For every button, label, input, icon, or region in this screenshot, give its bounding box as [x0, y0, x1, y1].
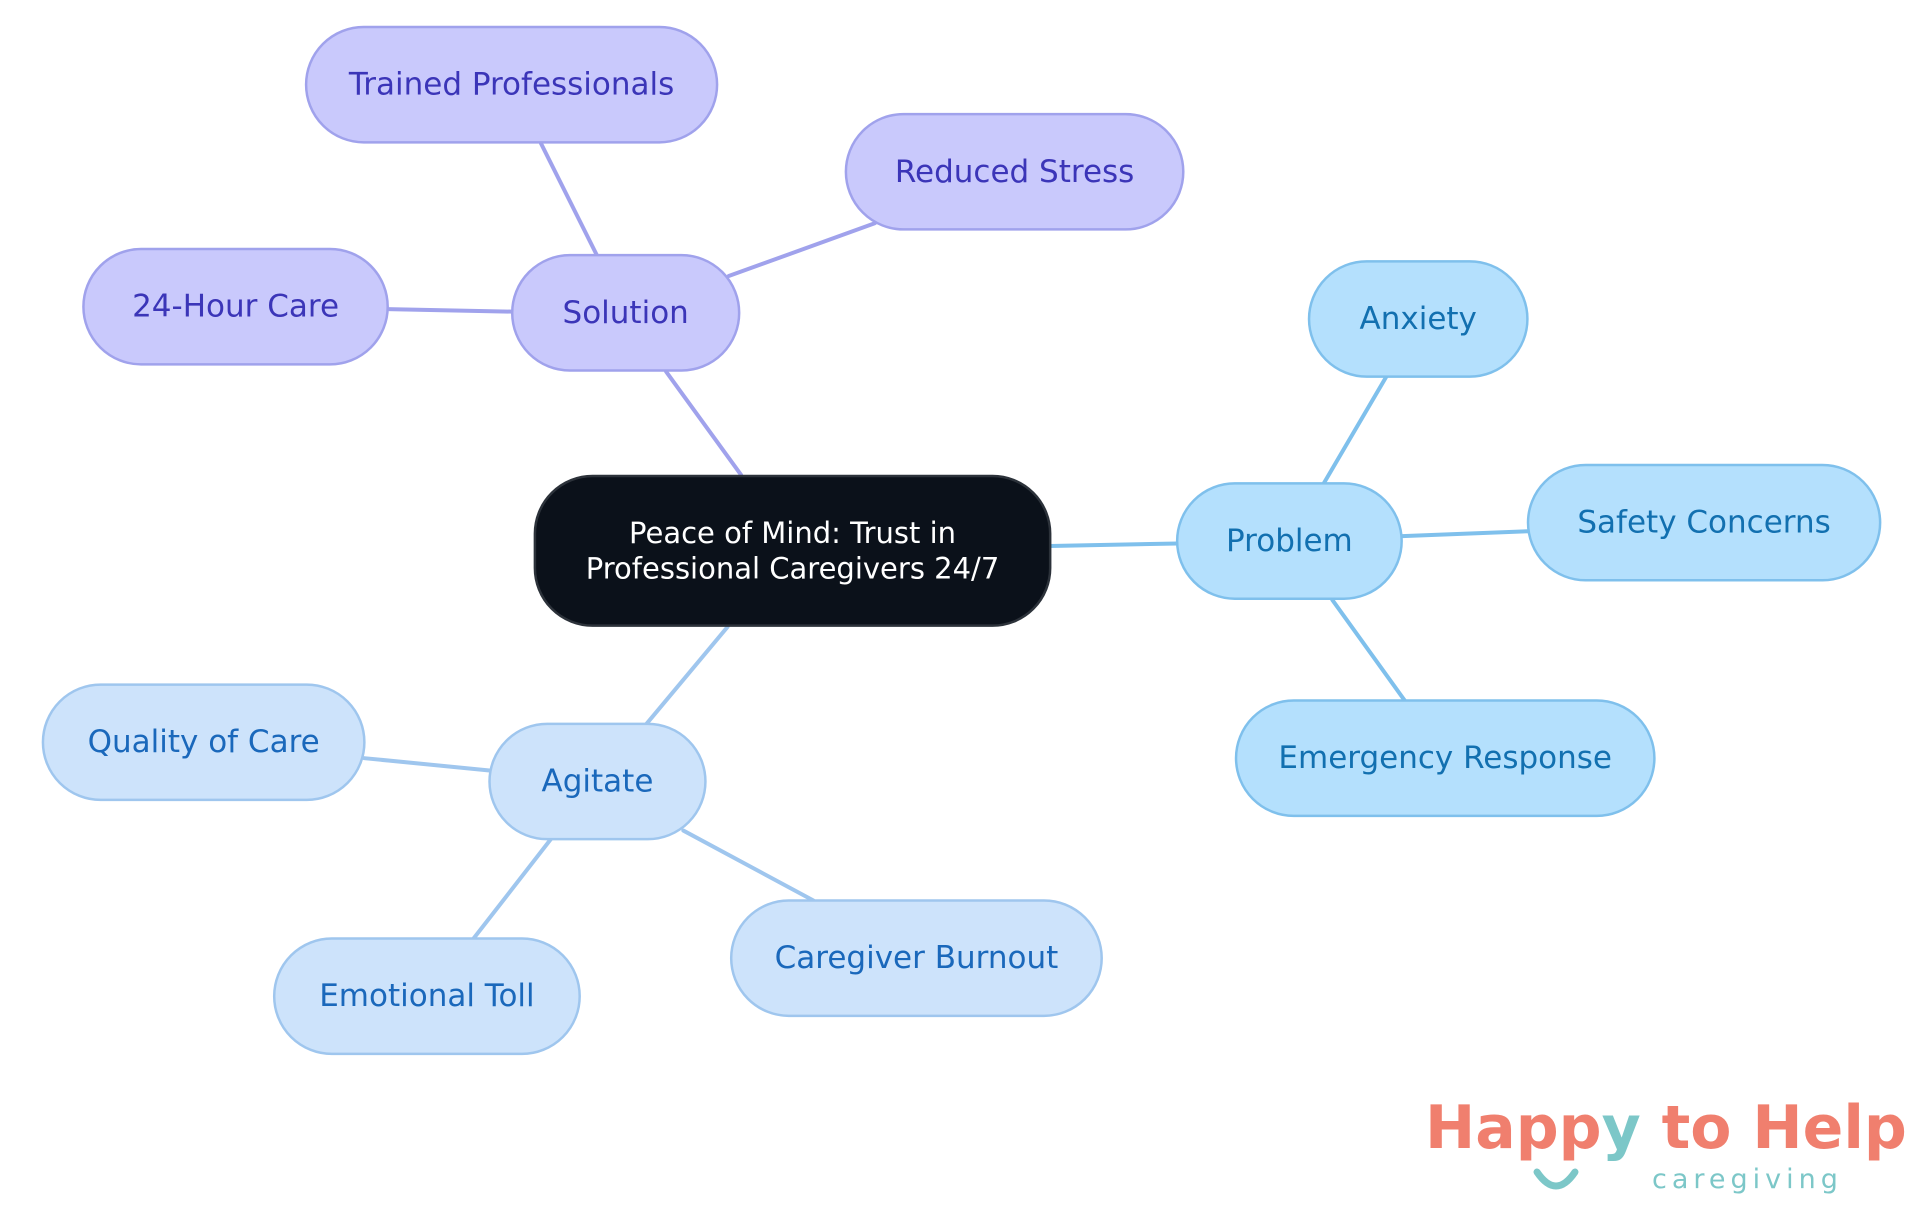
edge-solution-trained-professionals — [539, 141, 600, 259]
logo-brand-text: Happy to Help — [1425, 1093, 1907, 1163]
logo-smile-icon — [1533, 1168, 1579, 1190]
edge-problem-safety-concerns — [1400, 529, 1531, 539]
node-anxiety: Anxiety — [1307, 260, 1529, 378]
node-label-24-hour-care: 24-Hour Care — [132, 289, 339, 325]
node-box-caregiver-burnout — [729, 899, 1103, 1018]
node-solution: Solution — [510, 253, 741, 372]
edge-problem-emergency-response — [1330, 597, 1407, 703]
node-label-solution: Solution — [563, 295, 689, 331]
node-emergency-response: Emergency Response — [1234, 699, 1656, 818]
node-box-safety-concerns — [1526, 463, 1882, 582]
node-box-trained-professionals — [304, 25, 719, 144]
edge-solution-24-hour-care — [385, 307, 514, 314]
node-box-reduced-stress — [844, 112, 1185, 231]
node-box-anxiety — [1307, 260, 1529, 378]
node-label-trained-professionals: Trained Professionals — [348, 67, 674, 103]
mind-map-edges — [362, 141, 1531, 941]
logo-brand-y: y — [1602, 1093, 1641, 1163]
node-box-solution — [510, 253, 741, 372]
node-label-emergency-response: Emergency Response — [1278, 740, 1612, 776]
node-agitate: Agitate — [488, 722, 707, 841]
node-box-agitate — [488, 722, 707, 841]
node-label-caregiver-burnout: Caregiver Burnout — [775, 940, 1059, 976]
node-label-quality-of-care: Quality of Care — [88, 724, 320, 760]
node-label-anxiety: Anxiety — [1360, 301, 1477, 337]
logo-brand-part-1: Happ — [1425, 1093, 1602, 1163]
edge-root-solution — [664, 369, 744, 477]
node-problem: Problem — [1175, 482, 1403, 600]
node-label-safety-concerns: Safety Concerns — [1577, 505, 1830, 541]
edge-problem-anxiety — [1321, 374, 1389, 486]
node-label-root-line-1: Peace of Mind: Trust in — [629, 516, 956, 550]
node-reduced-stress: Reduced Stress — [844, 112, 1185, 231]
node-label-reduced-stress: Reduced Stress — [895, 154, 1134, 190]
node-box-24-hour-care — [82, 247, 389, 366]
node-box-problem — [1175, 482, 1403, 600]
node-box-emotional-toll — [272, 937, 581, 1056]
node-safety-concerns: Safety Concerns — [1526, 463, 1882, 582]
node-box-quality-of-care — [41, 683, 366, 802]
logo-tagline: caregiving — [1652, 1164, 1843, 1195]
node-label-root-line-2: Professional Caregivers 24/7 — [586, 552, 1000, 586]
logo-brand-part-2: to Help — [1641, 1093, 1907, 1163]
node-caregiver-burnout: Caregiver Burnout — [729, 899, 1103, 1018]
edge-root-agitate — [644, 624, 730, 726]
node-emotional-toll: Emotional Toll — [272, 937, 581, 1056]
edge-solution-reduced-stress — [726, 221, 877, 279]
node-box-emergency-response — [1234, 699, 1656, 818]
node-trained-professionals: Trained Professionals — [304, 25, 719, 144]
company-logo: Happy to Help caregiving — [1425, 1093, 1907, 1195]
edge-agitate-quality-of-care — [362, 756, 492, 773]
node-label-agitate: Agitate — [542, 763, 654, 799]
node-24-hour-care: 24-Hour Care — [82, 247, 389, 366]
edge-agitate-caregiver-burnout — [681, 828, 816, 903]
node-box-root — [533, 474, 1052, 627]
node-quality-of-care: Quality of Care — [41, 683, 366, 802]
node-label-problem: Problem — [1226, 523, 1353, 559]
edge-root-problem — [1048, 541, 1180, 548]
edge-agitate-emotional-toll — [471, 837, 553, 941]
node-label-emotional-toll: Emotional Toll — [319, 978, 534, 1014]
